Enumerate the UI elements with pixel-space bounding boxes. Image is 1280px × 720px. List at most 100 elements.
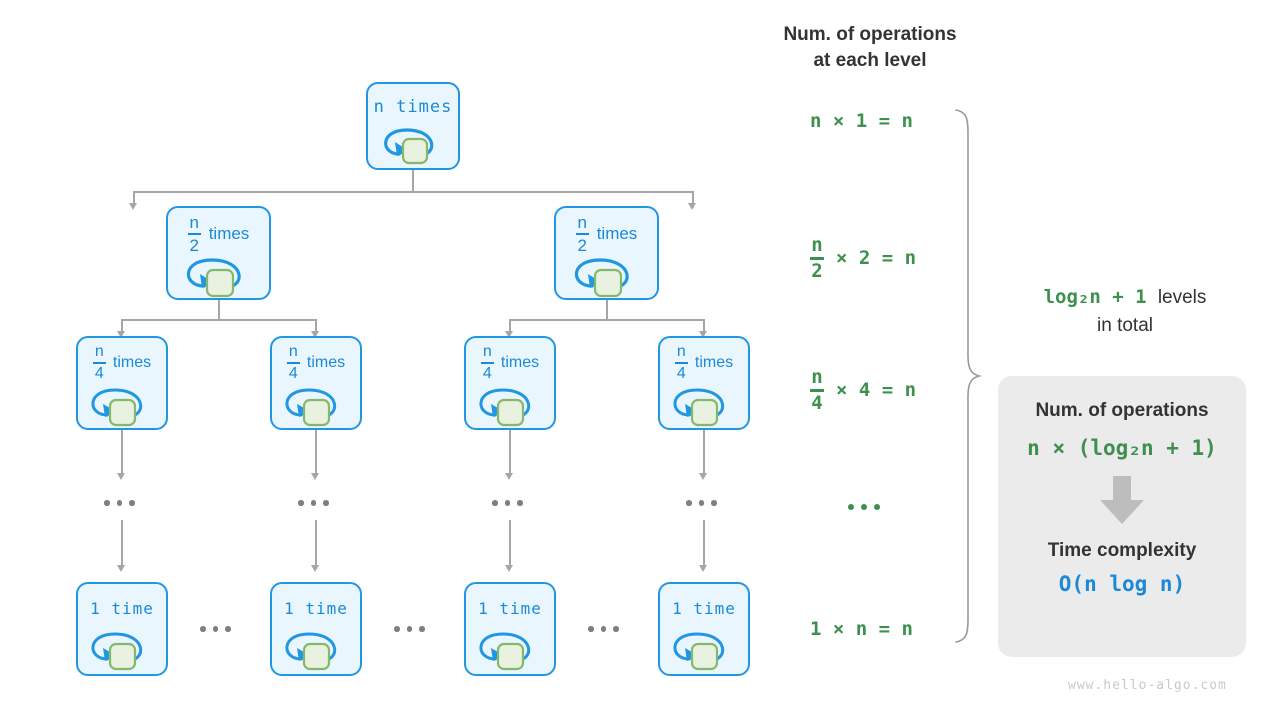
levels-note: log₂n + 1 levels in total [1000,284,1250,339]
down-arrow-icon [1100,476,1144,524]
vertical-ellipsis-b [298,500,329,506]
fraction-bar [92,362,106,364]
edge-l3c-to-dots [509,430,511,476]
node-label-text: times [112,354,152,371]
tree-node-level4-c[interactable]: 1 time [464,582,556,676]
edge-l2a-stem [218,300,220,320]
fraction-numerator: n [811,234,823,256]
tree-node-level3-d[interactable]: n 4 times [658,336,750,430]
edge-dots-to-l4a [121,520,123,568]
fraction: n 4 [286,344,300,382]
edge-l3b-to-dots [315,430,317,476]
node-label: n 4 times [466,343,554,382]
tree-node-level1[interactable]: n times [366,82,460,170]
node-label: n 2 times [168,214,269,254]
arrowhead-dots-b [311,473,319,480]
fraction-bar [286,362,300,364]
edge-l3a-to-dots [121,430,123,476]
fraction: n 4 [810,368,824,413]
edge-dots-to-l4c [509,520,511,568]
node-label: n 4 times [272,344,360,382]
fraction-bar [575,233,589,235]
node-label: 1 time [272,595,360,621]
fraction-bar [810,389,824,392]
node-label: 1 time [78,595,166,621]
fraction-numerator: n [811,366,823,388]
fraction-numerator: n [577,213,587,232]
node-label-text: times [208,224,250,243]
node-label-text: times [306,354,346,371]
edge-l2a-left-drop [121,319,123,333]
arrowhead-dots-d [699,473,707,480]
arrowhead-level3-b [311,331,319,338]
edge-l3d-to-dots [703,430,705,476]
ops-row-1-text: n × 1 = n [810,110,913,132]
loop-icon [168,250,269,298]
node-label: n times [368,94,458,120]
node-label-text: n times [373,97,453,117]
tree-node-level3-b[interactable]: n 4 times [270,336,362,430]
levels-formula: log₂n + 1 [1043,286,1147,308]
loop-icon [272,380,360,428]
ops-row-1: n × 1 = n [810,110,913,132]
tree-node-level4-b[interactable]: 1 time [270,582,362,676]
tree-node-level3-c[interactable]: n 4 times [464,336,556,430]
fraction-bar [810,257,824,260]
fraction-bar [187,233,201,235]
edge-root-stem [412,170,414,192]
fraction-denominator: 4 [811,391,823,414]
ops-row-3-text: × 4 = n [836,379,917,402]
fraction-numerator: n [189,213,199,232]
node-label-text: times [694,354,734,371]
arrowhead-level4-d [699,565,707,572]
edge-dots-to-l4d [703,520,705,568]
arrowhead-dots-a [117,473,125,480]
row-ellipsis-3 [588,626,619,632]
column-title-line2: at each level [813,49,927,71]
arrowhead-level2-right [688,203,696,210]
arrowhead-dots-c [505,473,513,480]
fraction: n 2 [575,213,589,255]
levels-note-line2: in total [1097,314,1153,336]
loop-icon [368,120,458,168]
fraction-numerator: n [676,343,686,360]
summary-panel: Num. of operations n × (log₂n + 1) Time … [998,376,1246,657]
node-label-text: 1 time [672,598,736,618]
fraction: n 2 [810,236,824,281]
tree-node-level4-d[interactable]: 1 time [658,582,750,676]
arrowhead-level4-b [311,565,319,572]
ops-row-2-text: × 2 = n [836,247,917,270]
fraction-denominator: 2 [577,236,587,255]
curly-brace [950,108,982,644]
edge-dots-to-l4b [315,520,317,568]
row-ellipsis-2 [394,626,425,632]
vertical-ellipsis-a [104,500,135,506]
tree-node-level2-left[interactable]: n 2 times [166,206,271,300]
node-label: 1 time [660,595,748,621]
arrowhead-level3-d [699,331,707,338]
edge-root-right-drop [692,191,694,205]
node-label-text: times [596,224,638,243]
fraction-bar [480,362,494,364]
ops-row-last: 1 × n = n [810,618,913,640]
fraction-numerator: n [94,343,104,360]
tree-node-level4-a[interactable]: 1 time [76,582,168,676]
fraction-denominator: 4 [676,365,686,382]
tree-node-level2-right[interactable]: n 2 times [554,206,659,300]
vertical-ellipsis-d [686,500,717,506]
summary-ops-formula: n × (log₂n + 1) [1027,436,1217,460]
node-label: n 4 times [660,343,748,382]
row-ellipsis-1 [200,626,231,632]
edge-l2b-bus [509,319,704,321]
watermark: www.hello-algo.com [1068,678,1227,693]
fraction-numerator: n [482,343,492,360]
arrowhead-level3-c [505,331,513,338]
tree-node-level3-a[interactable]: n 4 times [76,336,168,430]
loop-icon [660,380,748,428]
levels-note-line1: log₂n + 1 levels [1000,284,1250,312]
fraction: n 2 [187,213,201,254]
loop-icon [660,624,748,672]
loop-icon [466,380,554,428]
loop-icon [78,624,166,672]
ops-row-3: n 4 × 4 = n [810,368,916,413]
